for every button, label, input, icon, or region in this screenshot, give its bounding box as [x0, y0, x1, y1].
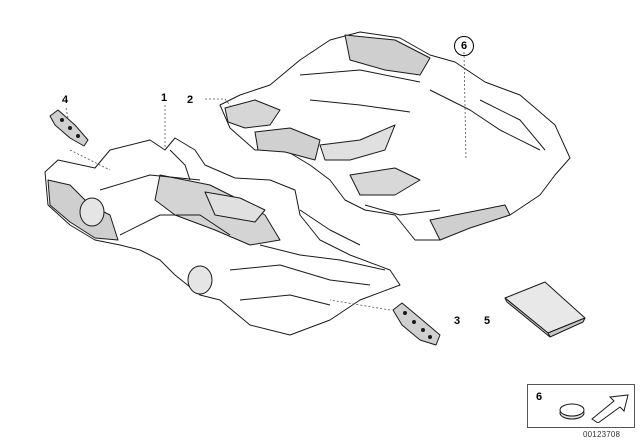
legend-number: 6: [536, 391, 543, 403]
clip-and-arrow-icon: [559, 394, 629, 423]
callout-6[interactable]: 6: [454, 36, 474, 56]
callout-5[interactable]: 5: [484, 315, 491, 327]
wedge-block-5: [504, 281, 586, 338]
callout-1[interactable]: 1: [161, 92, 168, 104]
sound-insulation-pad-4: [49, 109, 89, 147]
callout-2[interactable]: 2: [187, 94, 194, 106]
front-floor-covering: [44, 137, 401, 336]
legend-box: 6: [527, 384, 635, 428]
leader-lines: [65, 51, 467, 311]
callout-3[interactable]: 3: [454, 315, 461, 327]
rear-floor-covering: [219, 31, 571, 241]
part-code: 00123708: [583, 430, 621, 439]
callout-4[interactable]: 4: [62, 94, 69, 106]
sound-insulation-pad-3: [392, 302, 441, 346]
